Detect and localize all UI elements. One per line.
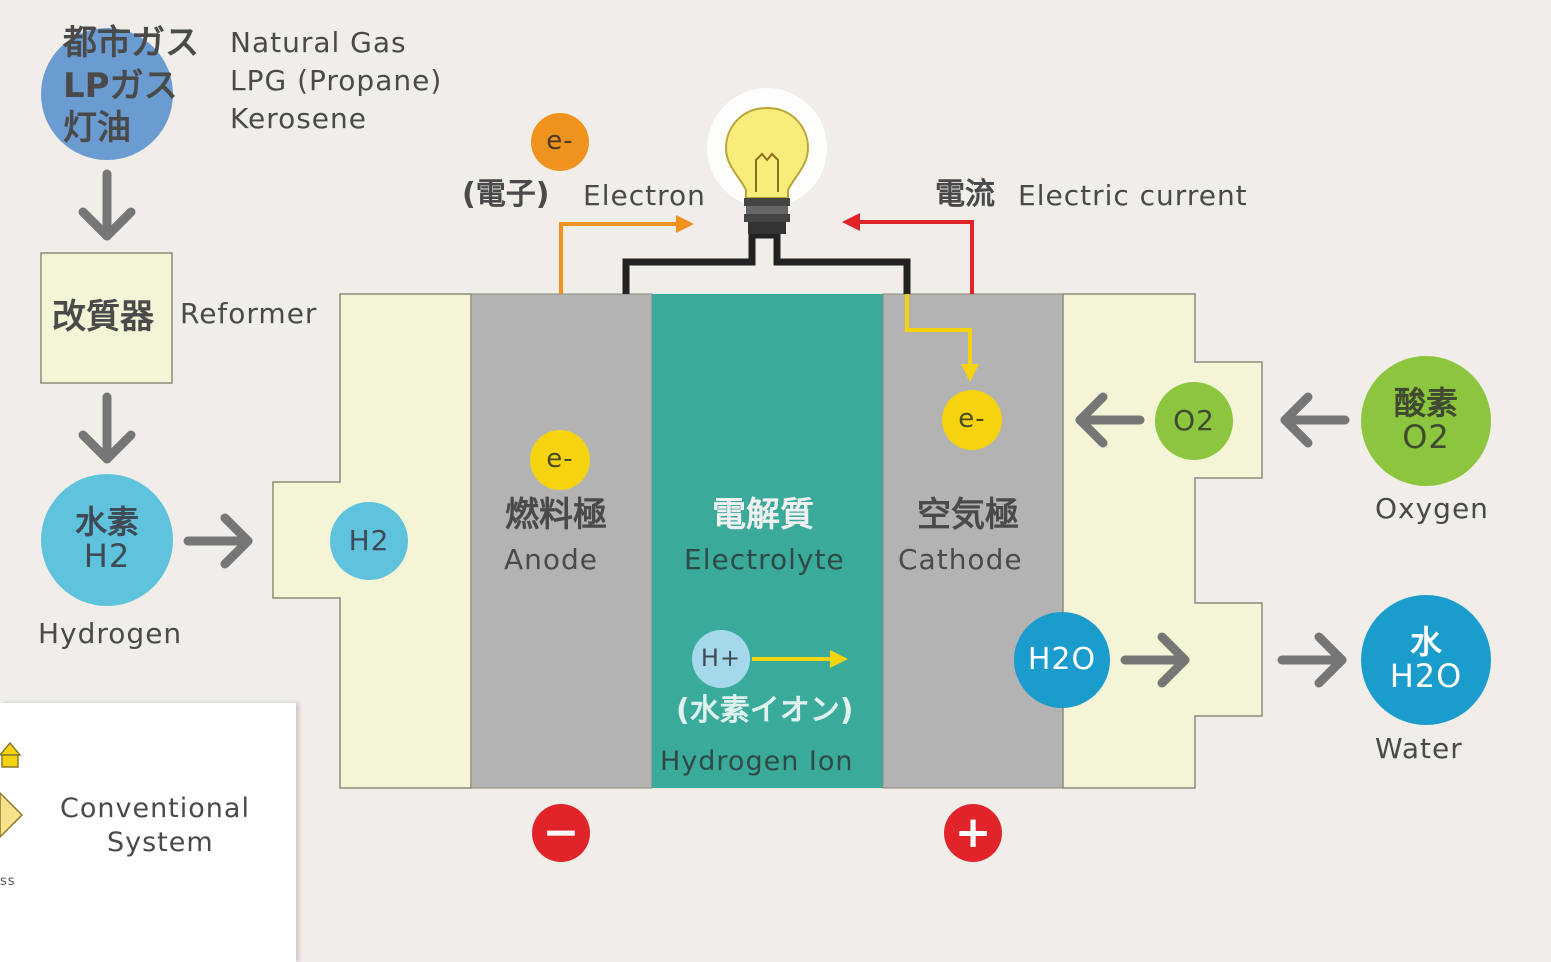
hydrogen-circle: 水素 H2 — [41, 474, 173, 606]
oxygen-circle: 酸素 O2 — [1361, 356, 1491, 486]
arrow-right-hydrogen — [183, 513, 253, 569]
water-label-en: Water — [1375, 732, 1463, 765]
cathode-label-jp: 空気極 — [917, 495, 1019, 535]
anode-label-en: Anode — [504, 543, 599, 576]
fuel-jp-natural-gas: 都市ガス — [63, 23, 199, 63]
electron-top-symbol: e- — [546, 126, 574, 157]
oxygen-jp: 酸素 — [1393, 384, 1458, 423]
o2-channel-formula: O2 — [1173, 404, 1215, 438]
arrow-right-water-inner — [1120, 632, 1190, 688]
circuit-wire — [622, 231, 911, 294]
h2-channel-formula: H2 — [348, 524, 390, 558]
arrow-down-fuel — [78, 169, 136, 241]
hydrogen-ion-label-jp: (水素イオン) — [676, 693, 854, 728]
legend-label-line2: System — [107, 827, 214, 858]
water-jp: 水 — [1409, 623, 1442, 662]
current-label-en: Electric current — [1018, 179, 1248, 212]
fuel-names-jp: 都市ガス LPガス 灯油 — [63, 22, 199, 150]
anode-sign: − — [542, 807, 580, 858]
cathode-electron-symbol: e- — [958, 404, 986, 435]
arrow-left-oxygen-inner — [1075, 392, 1145, 448]
hydrogen-ion-symbol: H+ — [700, 644, 742, 673]
anode-electrode — [470, 293, 653, 789]
anode-electron-circle: e- — [530, 430, 590, 490]
legend-panel: ss Conventional System — [0, 703, 296, 962]
fuel-en-lpg: LPG (Propane) — [230, 63, 443, 97]
hydrogen-ion-circle: H+ — [692, 630, 750, 688]
fuel-en-natural-gas: Natural Gas — [230, 26, 407, 59]
legend-label-line1: Conventional — [60, 793, 250, 824]
h2o-cathode-formula: H2O — [1027, 642, 1097, 678]
hydrogen-formula: H2 — [83, 537, 131, 575]
oxygen-label-en: Oxygen — [1375, 492, 1489, 525]
fuel-en-kerosene: Kerosene — [230, 101, 368, 135]
cathode-sign: + — [954, 807, 992, 858]
water-formula: H2O — [1389, 657, 1463, 695]
fuel-names-en: Natural Gas LPG (Propane) Kerosene — [230, 24, 442, 137]
oxygen-formula: O2 — [1402, 418, 1450, 456]
legend-fragment: ss — [0, 874, 16, 889]
lightbulb-icon — [707, 88, 827, 234]
house-icon — [0, 741, 24, 839]
fuel-jp-kerosene: 灯油 — [63, 108, 131, 148]
electrolyte-layer — [652, 294, 883, 788]
electron-top-circle: e- — [531, 113, 589, 171]
fuel-jp-lpg: LPガス — [63, 65, 178, 106]
arrow-left-oxygen-outer — [1280, 392, 1350, 448]
hydrogen-label-en: Hydrogen — [38, 617, 183, 650]
water-circle: 水 H2O — [1361, 595, 1491, 725]
cathode-housing — [1062, 293, 1263, 789]
cathode-label-en: Cathode — [898, 543, 1023, 576]
arrow-right-water-outer — [1277, 632, 1347, 688]
electrolyte-label-en: Electrolyte — [684, 543, 845, 576]
electron-label-en: Electron — [583, 179, 706, 212]
hydrogen-jp: 水素 — [74, 503, 139, 542]
current-label-jp: 電流 — [935, 177, 995, 212]
electron-label-jp: (電子) — [462, 177, 550, 212]
arrow-down-reformer — [78, 392, 136, 464]
electrolyte-label-jp: 電解質 — [712, 495, 814, 535]
hydrogen-ion-label-en: Hydrogen Ion — [660, 746, 854, 777]
electron-flow-line — [559, 222, 680, 294]
anode-label-jp: 燃料極 — [505, 495, 607, 535]
reformer-label-en: Reformer — [180, 297, 318, 330]
cathode-electron-line — [905, 294, 972, 368]
fuel-circle — [41, 28, 173, 160]
minus-sign-icon: − — [532, 804, 590, 862]
anode-electron-symbol: e- — [546, 444, 574, 475]
hydrogen-ion-arrowhead — [830, 650, 848, 668]
cathode-electron-circle: e- — [942, 390, 1002, 450]
reformer-label-jp: 改質器 — [52, 297, 154, 337]
reformer-box — [40, 252, 173, 384]
plus-sign-icon: + — [944, 804, 1002, 862]
h2o-cathode-circle: H2O — [1014, 612, 1110, 708]
current-flow-arrowhead — [842, 213, 860, 231]
electron-flow-arrowhead — [676, 215, 694, 233]
cathode-electrode — [882, 293, 1064, 789]
h2-channel-circle: H2 — [330, 502, 408, 580]
o2-channel-circle: O2 — [1155, 382, 1233, 460]
current-flow-line — [858, 220, 974, 294]
cathode-electron-arrowhead — [961, 364, 979, 382]
